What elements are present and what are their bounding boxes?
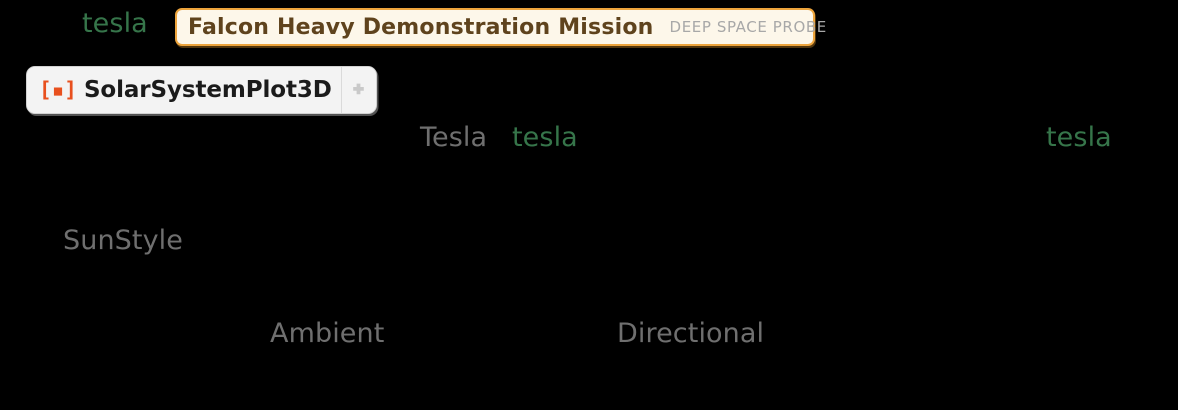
entity-variable-label: tesla [82, 8, 148, 39]
function-call-row: [▪] SolarSystemPlot3D Tesla tesla tesla [0, 56, 1178, 153]
resource-function-button[interactable]: [▪] SolarSystemPlot3D [26, 66, 377, 114]
entity-header-row: tesla Falcon Heavy Demonstration Mission… [0, 0, 1178, 56]
resource-function-icon: [▪] [39, 77, 77, 102]
resource-function-label: SolarSystemPlot3D [83, 77, 332, 103]
argument-trailing-symbol-label: tesla [1046, 122, 1112, 153]
argument-entity-name-label: tesla [512, 122, 578, 153]
option-directional-label: Directional [617, 318, 765, 349]
option-ambient-label: Ambient [270, 318, 385, 349]
argument-entity-type-label: Tesla [420, 122, 488, 153]
entity-type-label: DEEP SPACE PROBE [669, 18, 827, 36]
resource-function-button-main[interactable]: [▪] SolarSystemPlot3D [27, 67, 341, 113]
plus-icon[interactable] [340, 67, 376, 113]
entity-capsule[interactable]: Falcon Heavy Demonstration Mission DEEP … [175, 8, 826, 46]
entity-name-label: Falcon Heavy Demonstration Mission [188, 14, 654, 40]
option-sunstyle-label: SunStyle [63, 225, 183, 256]
